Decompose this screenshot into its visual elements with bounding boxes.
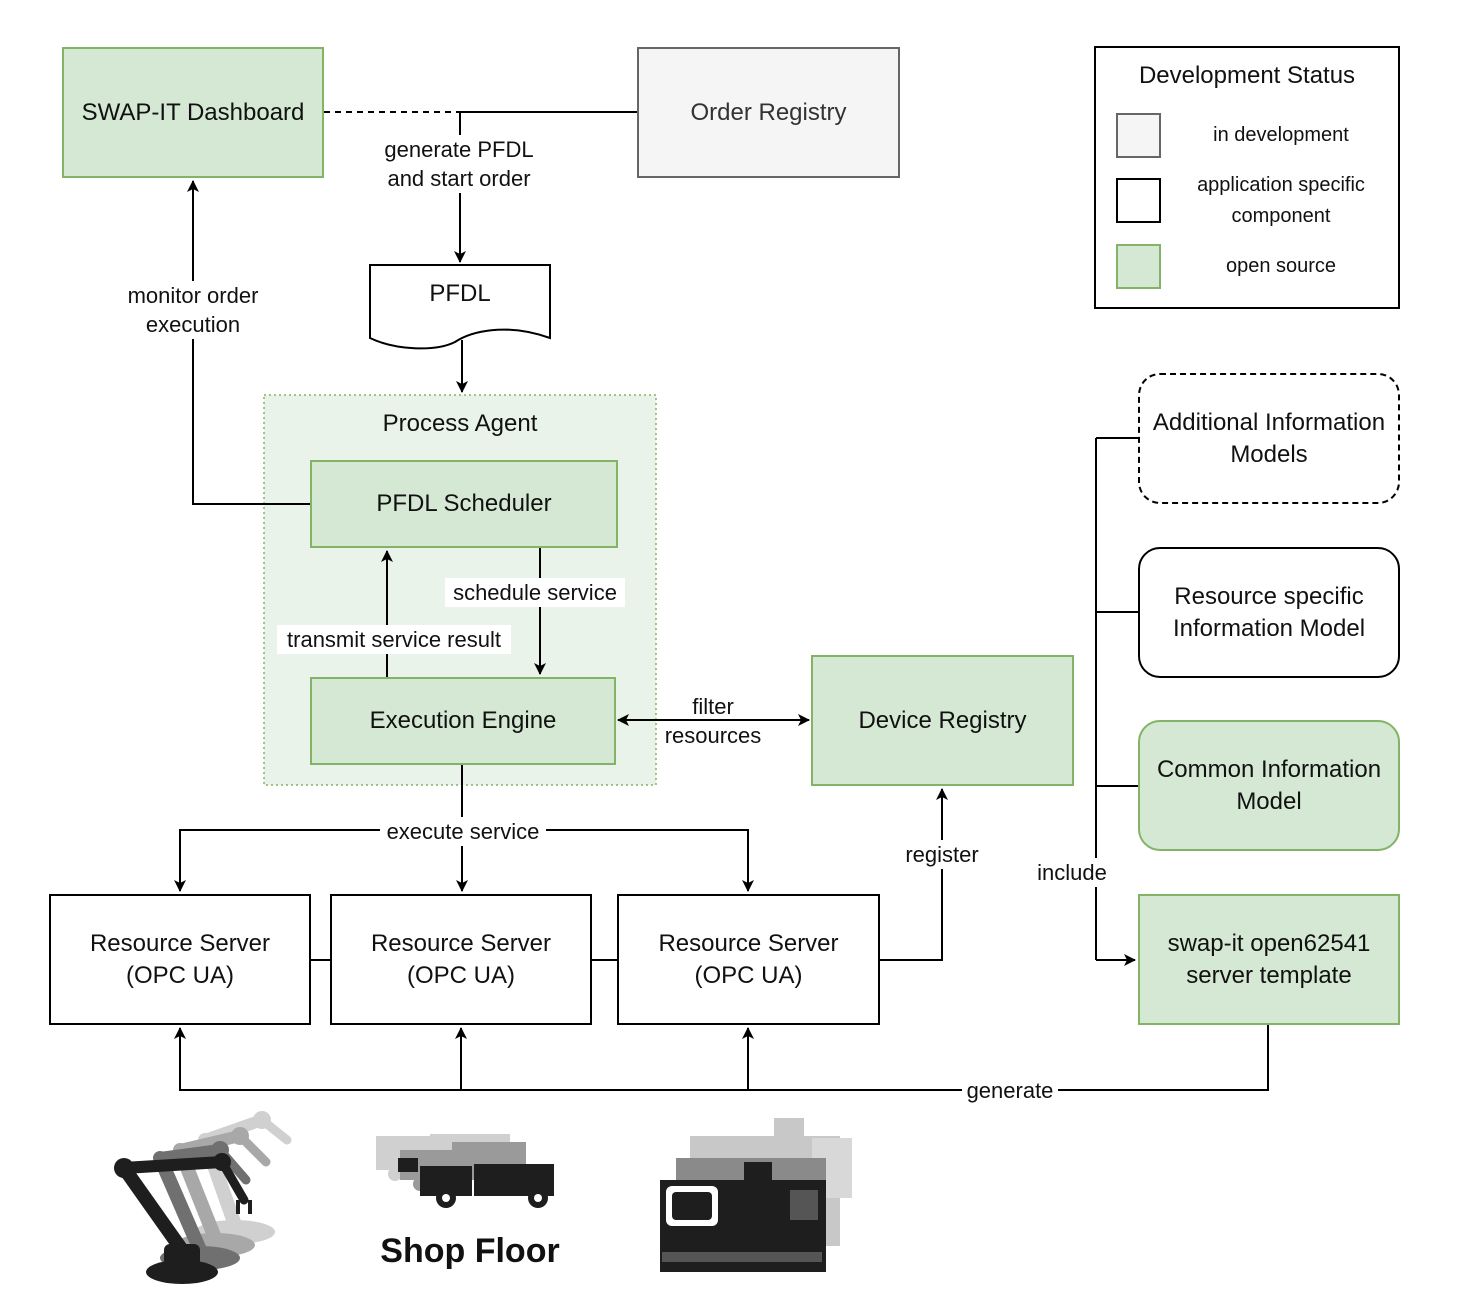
resource-server-3: Resource Server (OPC UA) bbox=[617, 894, 880, 1025]
resource-specific-model-label: Resource specific Information Model bbox=[1172, 582, 1366, 642]
process-agent-title: Process Agent bbox=[382, 410, 538, 437]
transmit-result-label: transmit service result bbox=[277, 625, 511, 654]
trucks-icon bbox=[376, 1134, 554, 1208]
legend-title: Development Status bbox=[1138, 62, 1356, 89]
resource-specific-information-model: Resource specific Information Model bbox=[1138, 547, 1400, 678]
server-template-label: swap-it open62541 server template bbox=[1167, 929, 1371, 989]
execution-engine: Execution Engine bbox=[310, 677, 616, 765]
include-label: include bbox=[1030, 858, 1114, 887]
pfdl-document-shape bbox=[369, 264, 551, 350]
legend-swatch-in-development bbox=[1116, 113, 1161, 158]
swap-it-dashboard: SWAP-IT Dashboard bbox=[62, 47, 324, 178]
generate-pfdl-label: generate PFDL and start order bbox=[374, 135, 544, 193]
additional-information-models: Additional Information Models bbox=[1138, 373, 1400, 504]
resource-server-2: Resource Server (OPC UA) bbox=[330, 894, 592, 1025]
resource-server-1: Resource Server (OPC UA) bbox=[49, 894, 311, 1025]
common-information-model: Common Information Model bbox=[1138, 720, 1400, 851]
pfdl-scheduler-label: PFDL Scheduler bbox=[376, 490, 552, 517]
legend-swatch-open-source bbox=[1116, 244, 1161, 289]
generate-label: generate bbox=[962, 1076, 1058, 1105]
resource-server-2-label: Resource Server (OPC UA) bbox=[370, 929, 552, 989]
robot-arms-icon bbox=[114, 1111, 292, 1284]
resource-server-1-label: Resource Server (OPC UA) bbox=[89, 929, 271, 989]
shop-floor-title: Shop Floor bbox=[380, 1232, 560, 1270]
server-template: swap-it open62541 server template bbox=[1138, 894, 1400, 1025]
order-registry: Order Registry bbox=[637, 47, 900, 178]
development-status-legend: Development Status in development applic… bbox=[1094, 46, 1400, 309]
swap-it-dashboard-label: SWAP-IT Dashboard bbox=[81, 98, 305, 126]
legend-label-open-source: open source bbox=[1225, 255, 1337, 277]
filter-resources-label: filter resources bbox=[664, 694, 762, 748]
pfdl-document: PFDL bbox=[370, 278, 550, 310]
legend-label-application-specific: application specific component bbox=[1197, 174, 1365, 227]
legend-swatch-application-specific bbox=[1116, 178, 1161, 223]
schedule-service-label: schedule service bbox=[445, 578, 625, 607]
register-label: register bbox=[896, 840, 988, 869]
device-registry: Device Registry bbox=[811, 655, 1074, 786]
register-arrow bbox=[880, 788, 948, 961]
pfdl-label: PFDL bbox=[429, 280, 491, 307]
pfdl-scheduler: PFDL Scheduler bbox=[310, 460, 618, 548]
execute-service-label: execute service bbox=[380, 817, 546, 846]
resource-server-3-label: Resource Server (OPC UA) bbox=[658, 929, 839, 989]
order-registry-label: Order Registry bbox=[690, 98, 847, 126]
monitor-label: monitor order execution bbox=[113, 281, 273, 339]
additional-information-models-label: Additional Information Models bbox=[1152, 408, 1386, 468]
device-registry-label: Device Registry bbox=[858, 706, 1027, 734]
generate-bus bbox=[174, 1025, 1269, 1091]
execution-engine-label: Execution Engine bbox=[369, 707, 557, 734]
common-information-model-label: Common Information Model bbox=[1156, 755, 1382, 815]
cnc-machines-icon bbox=[660, 1118, 852, 1272]
legend-label-in-development: in development bbox=[1213, 124, 1349, 146]
